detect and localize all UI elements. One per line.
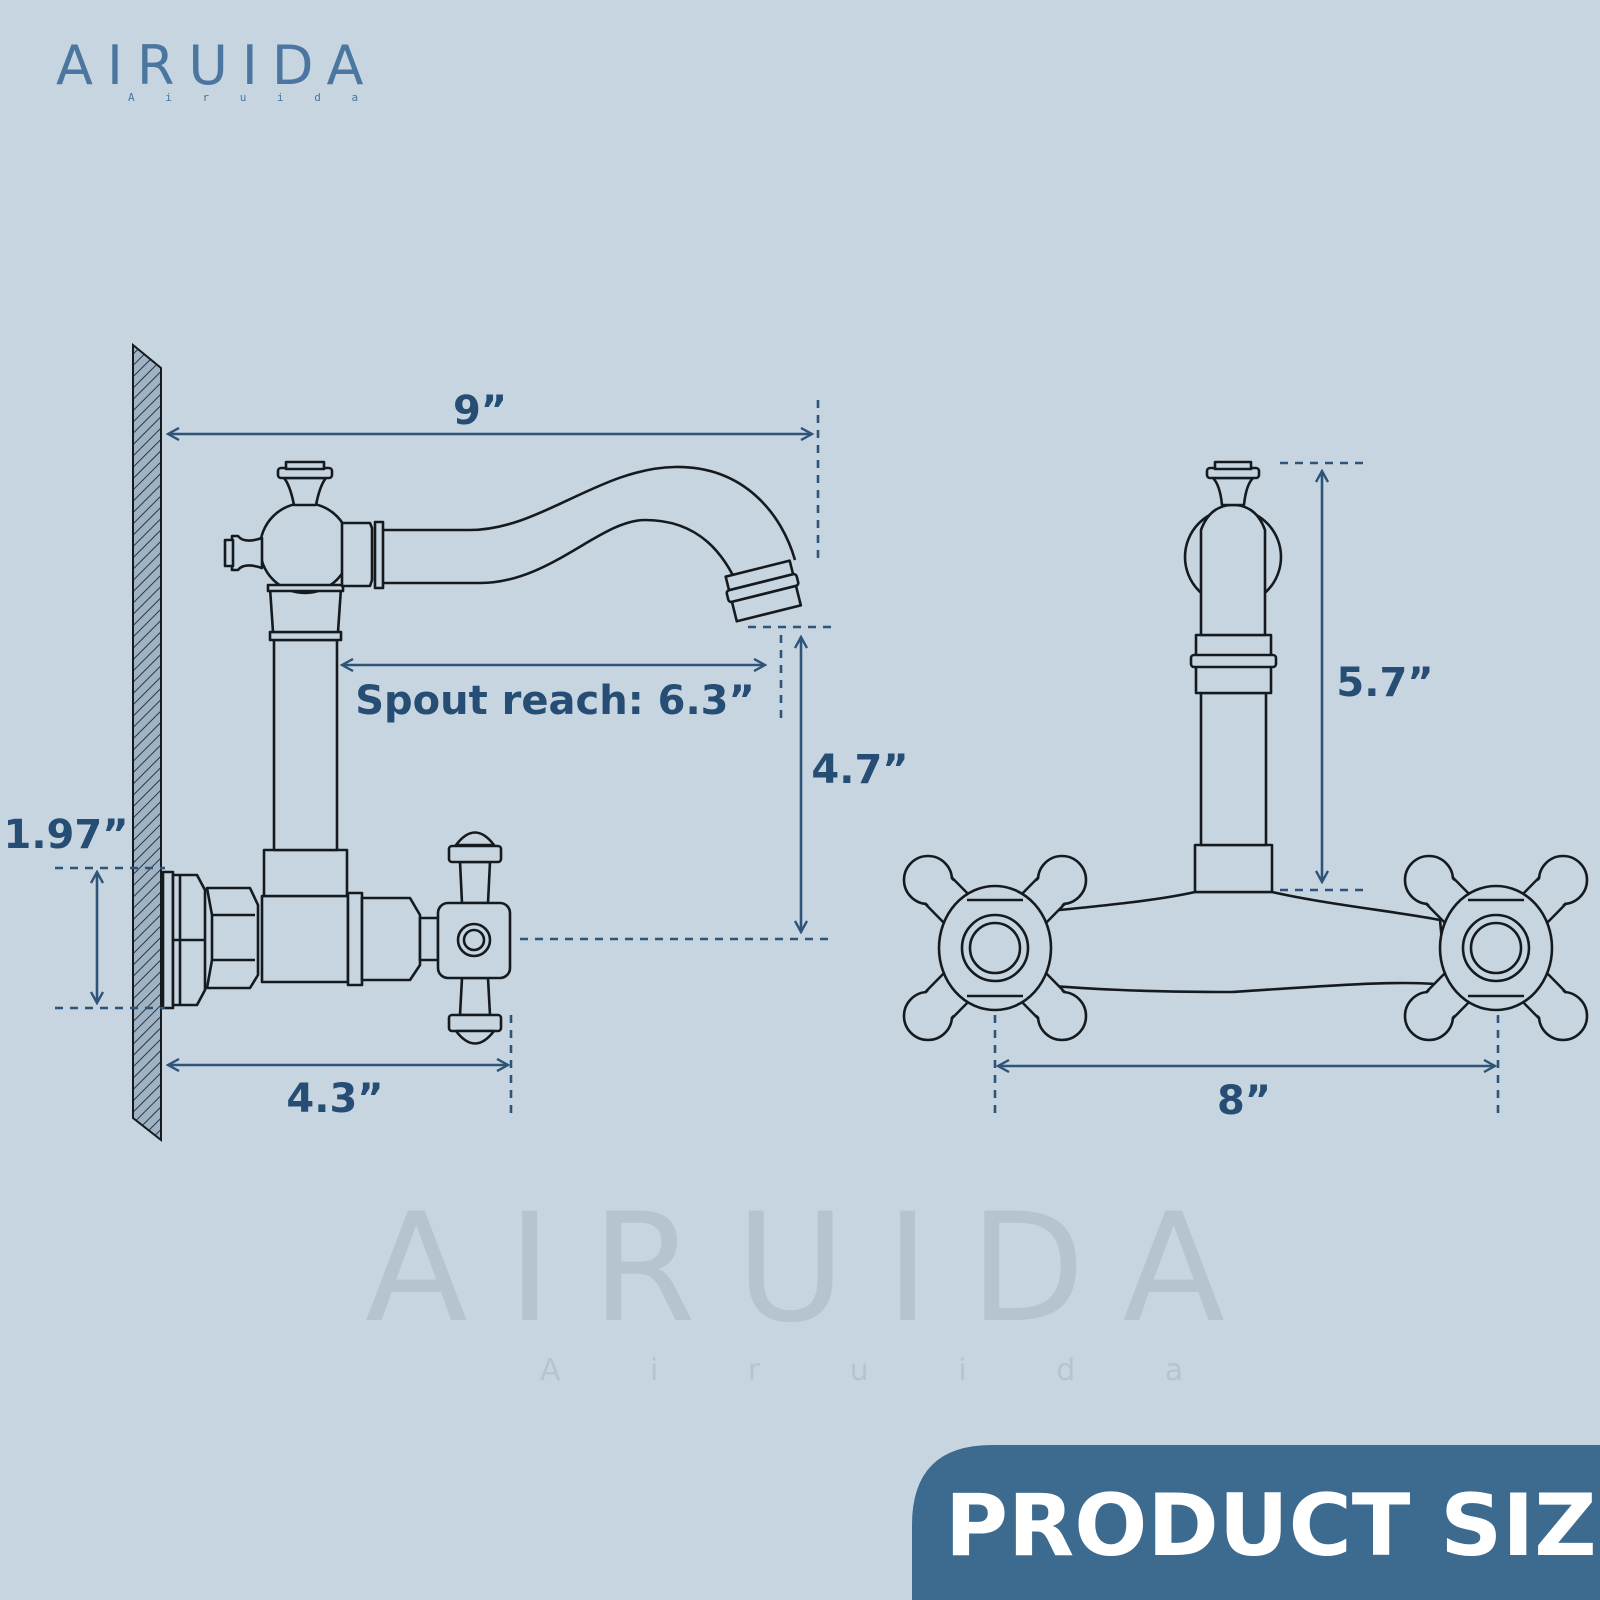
watermark: AIRUIDA A i r u i d a [365, 1182, 1225, 1388]
cross-handle-left [902, 854, 1088, 1042]
dimension-label-spout-reach: Spout reach: 6.3” [355, 678, 755, 724]
logo-subtitle: A i r u i d a [128, 91, 370, 104]
cross-handle-right [1403, 854, 1589, 1042]
wall [132, 342, 162, 1143]
watermark-subtitle: A i r u i d a [540, 1353, 1223, 1388]
banner-title: PRODUCT SIZE [945, 1476, 1600, 1576]
faucet-side-view [161, 460, 803, 1045]
brand-logo: AIRUIDA A i r u i d a [56, 34, 377, 104]
dimension-lines [55, 400, 1500, 1115]
dimension-label-front-height: 5.7” [1336, 660, 1433, 706]
dimension-label-wall-to-handle: 4.3” [286, 1076, 383, 1122]
product-size-banner: PRODUCT SIZE [912, 1445, 1600, 1600]
faucet-front-view [902, 460, 1589, 1042]
dimension-label-spout-height: 4.7” [811, 747, 908, 793]
dimension-label-inlet-diameter: 1.97” [4, 812, 129, 858]
logo-text: AIRUIDA [56, 34, 377, 97]
dimension-label-overall-length: 9” [453, 388, 507, 434]
dimension-label-handle-spacing: 8” [1217, 1078, 1271, 1124]
watermark-text: AIRUIDA [365, 1182, 1225, 1356]
